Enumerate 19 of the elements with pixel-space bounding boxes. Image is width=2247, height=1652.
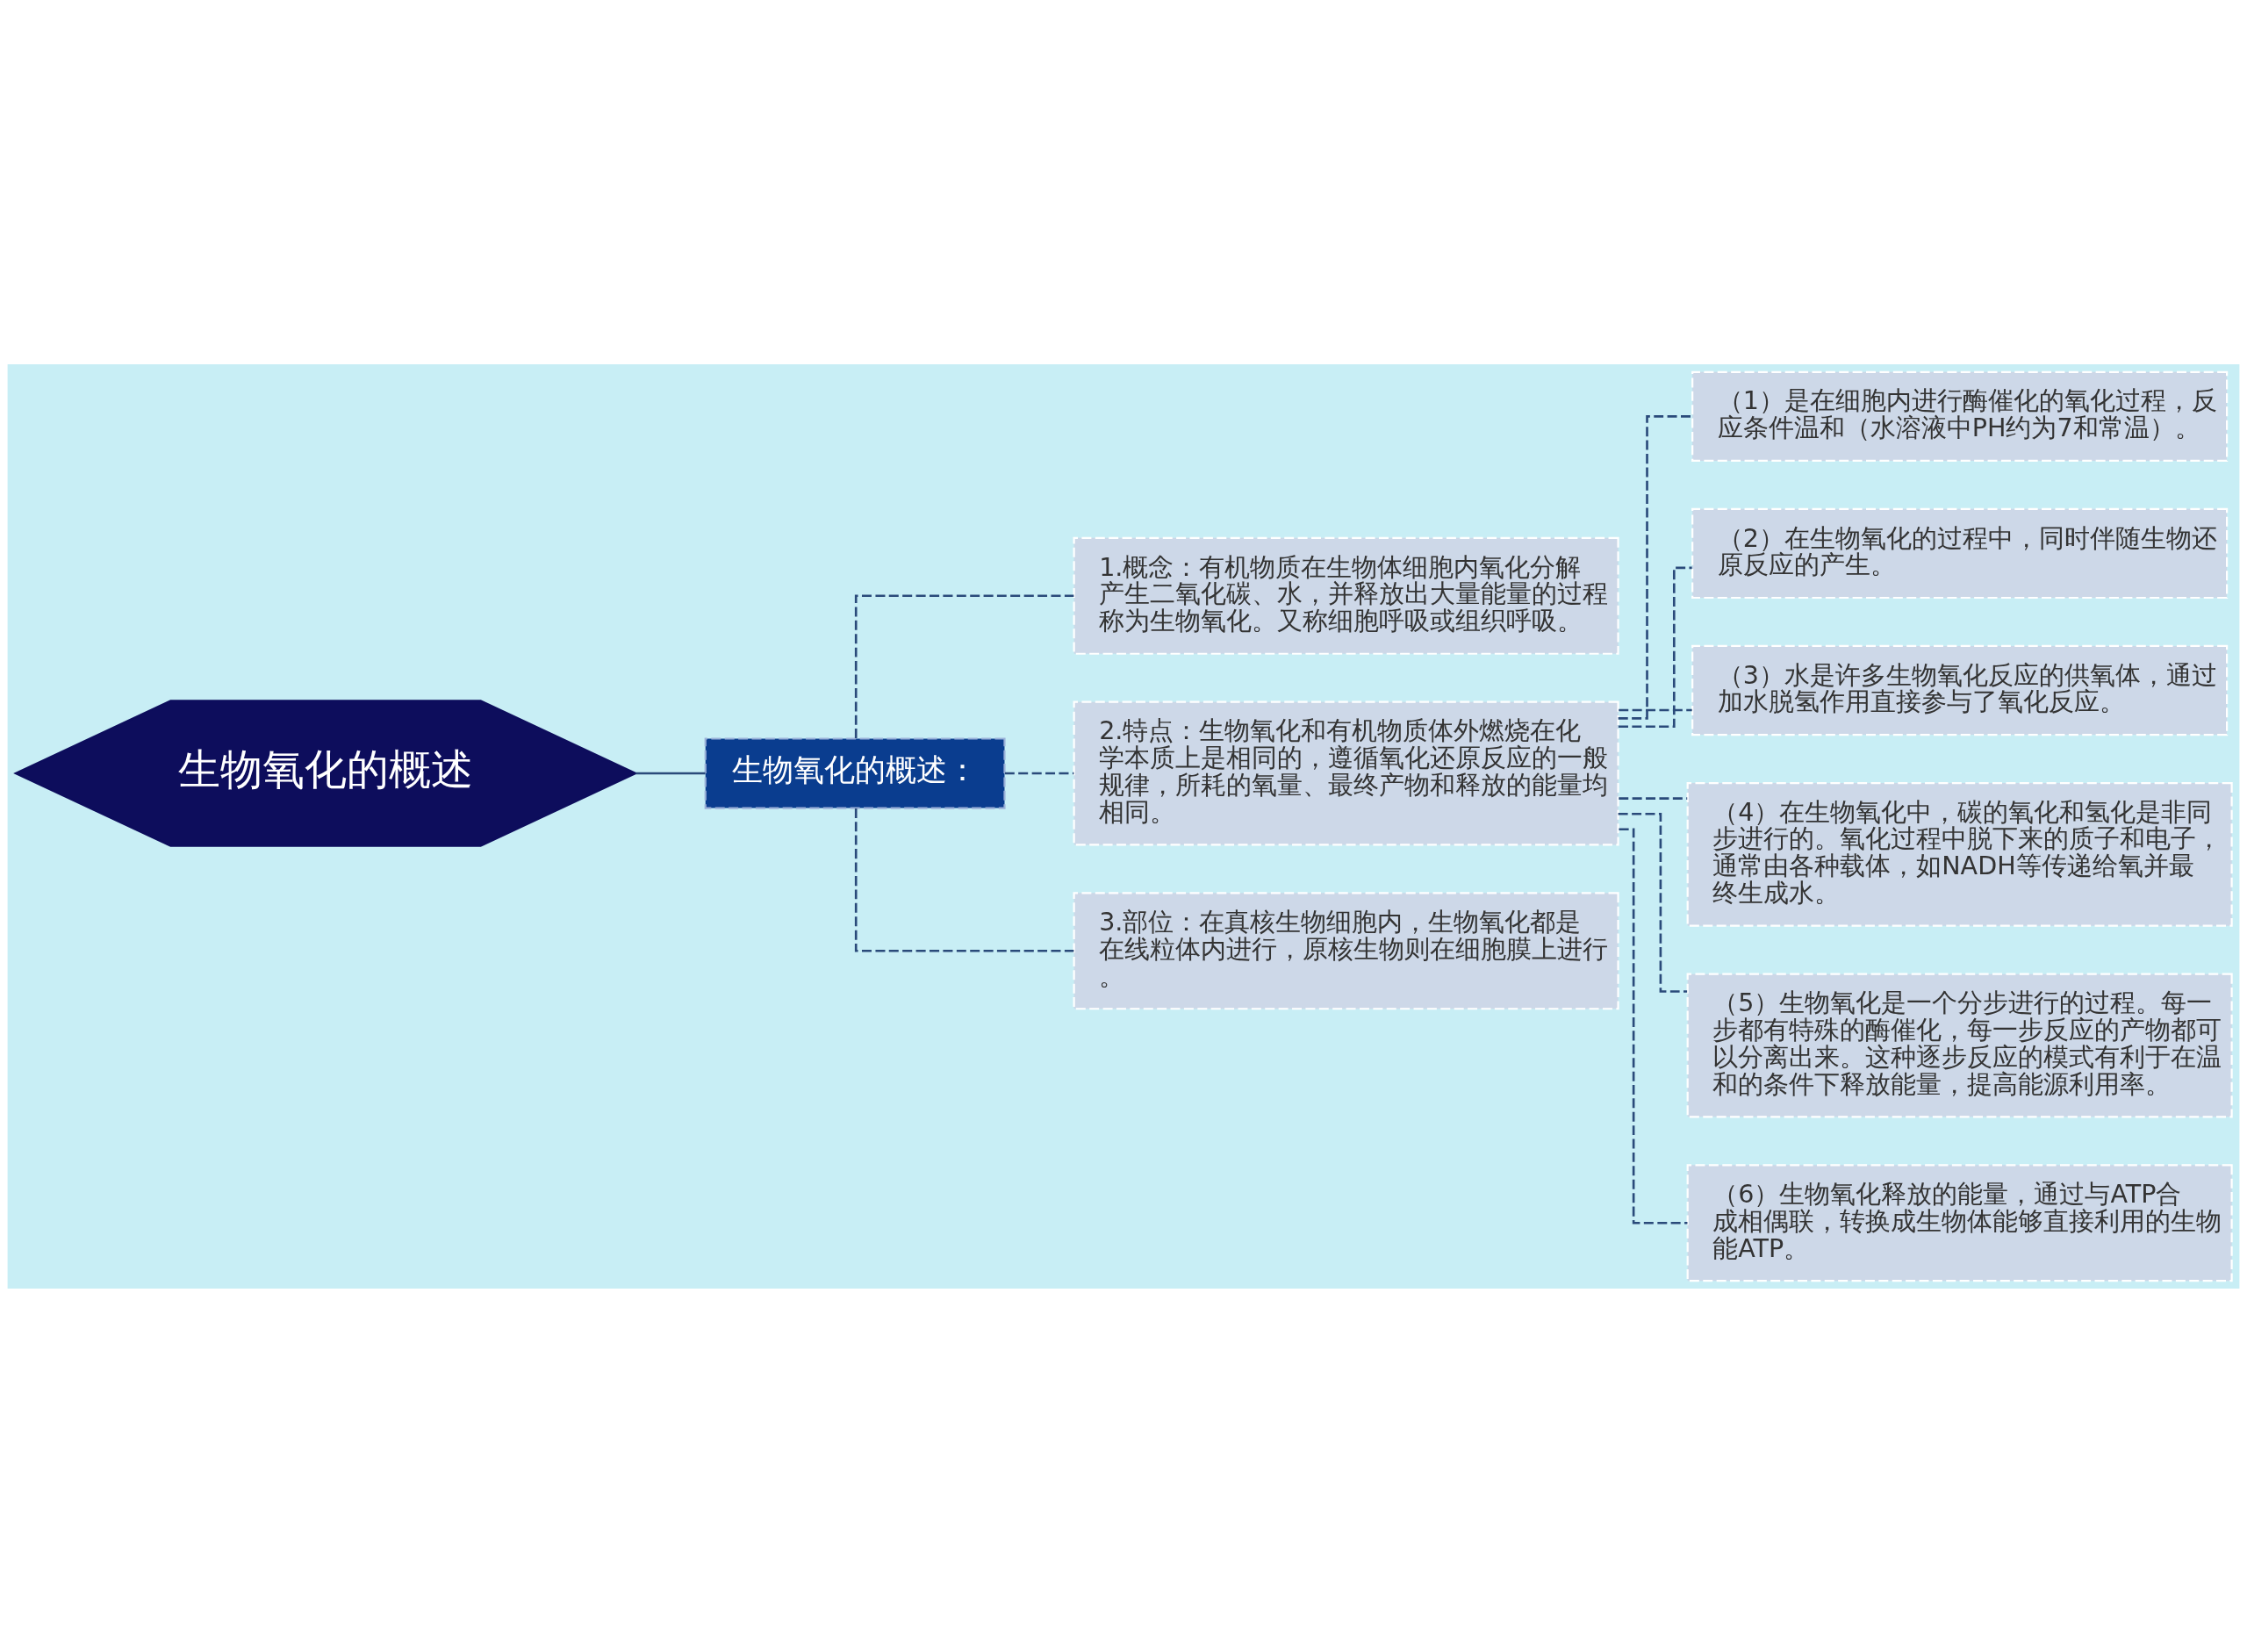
node-box: （4）在生物氧化中，碳的氧化和氢化是非同步进行的。氧化过程中脱下来的质子和电子，通常由各种载体，如NADH等传递给氧并最终生成水。 <box>1686 781 2233 927</box>
connector <box>1618 566 1692 728</box>
node-box: 2.特点：生物氧化和有机物质体外燃烧在化学本质上是相同的，遵循氧化还原反应的一般规律，所耗的氧量、最终产物和释放的能量均相同。 <box>1073 700 1619 845</box>
node-box: （5）生物氧化是一个分步进行的过程。每一步都有特殊的酶催化，每一步反应的产物都可以分离出来。这种逐步反应的模式有利于在温和的条件下释放能量，提高能源利用率。 <box>1686 973 2233 1117</box>
connector <box>635 772 706 774</box>
connector <box>1618 414 1692 720</box>
node-box: 生物氧化的概述： <box>704 736 1006 809</box>
connector <box>1619 796 1688 800</box>
connector <box>1005 772 1074 774</box>
node-box: （6）生物氧化释放的能量，通过与ATP合成相偶联，转换成生物体能够直接利用的生物能ATP。 <box>1686 1163 2233 1282</box>
node-box: （3）水是许多生物氧化反应的供氧体，通过加水脱氢作用直接参与了氧化反应。 <box>1691 644 2229 736</box>
node-box: （1）是在细胞内进行酶催化的氧化过程，反应条件温和（水溶液中PH约为7和常温）。 <box>1691 370 2229 462</box>
connector <box>854 593 1074 738</box>
node-box: （2）在生物氧化的过程中，同时伴随生物还原反应的产生。 <box>1691 507 2229 599</box>
connector <box>854 808 1074 952</box>
node-box: 3.部位：在真核生物细胞内，生物氧化都是在线粒体内进行，原核生物则在细胞膜上进行。 <box>1073 891 1619 1009</box>
connector <box>1619 708 1692 711</box>
node-box: 1.概念：有机物质在生物体细胞内氧化分解产生二氧化碳、水，并释放出大量能量的过程称为生物氧化。又称细胞呼吸或组织呼吸。 <box>1073 536 1619 655</box>
connector <box>1619 827 1688 1225</box>
